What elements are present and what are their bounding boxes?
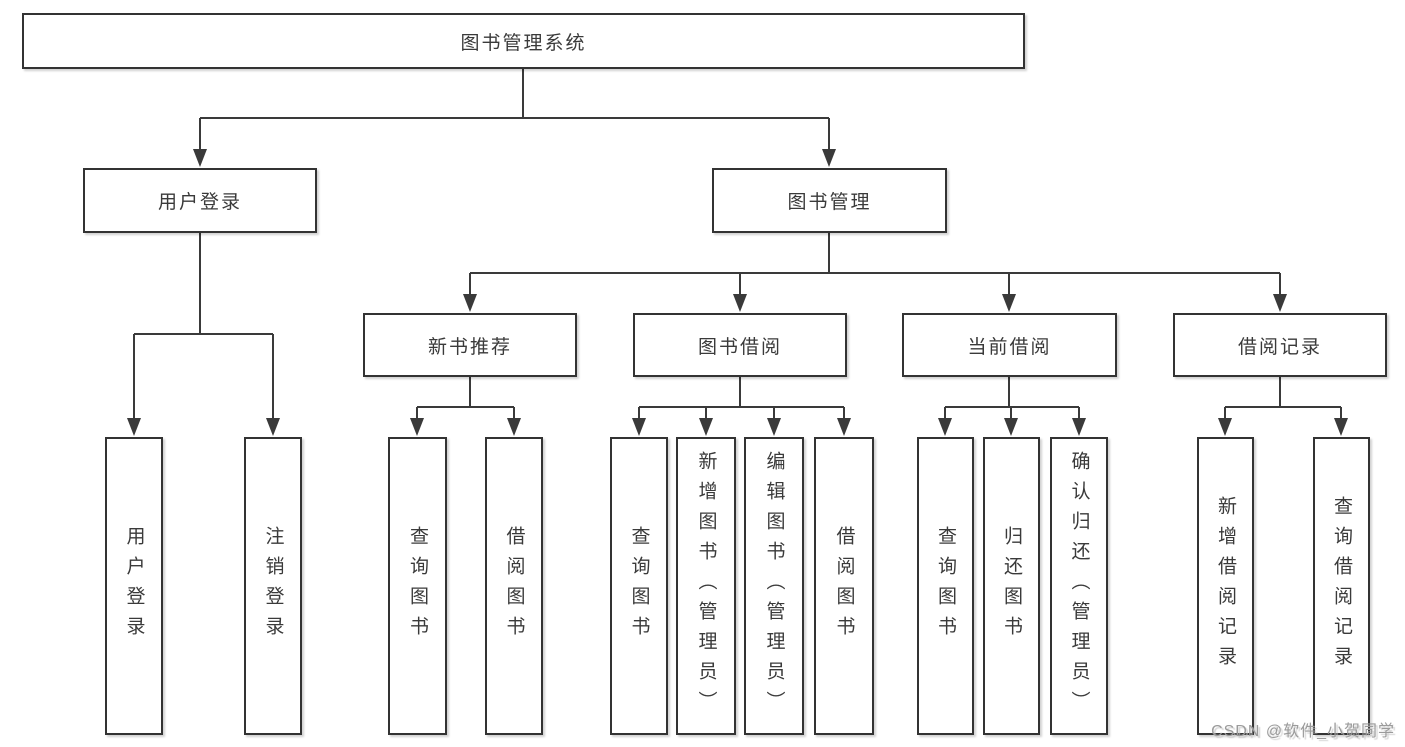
arrowhead-icon: [938, 418, 952, 436]
arrowheads: [127, 149, 1348, 436]
leaf-logout: 注销登录: [244, 437, 302, 735]
node-root: 图书管理系统: [22, 13, 1025, 69]
node-book-borrow: 图书借阅: [633, 313, 847, 377]
leaf-confirm-return-admin: 确认归还（管理员）: [1050, 437, 1108, 735]
leaf-add-borrow-record: 新增借阅记录: [1197, 437, 1254, 735]
arrowhead-icon: [632, 418, 646, 436]
arrowhead-icon: [1002, 294, 1016, 312]
leaf-borrow-book: 借阅图书: [814, 437, 874, 735]
leaf-current-query-book-label: 查询图书: [935, 526, 956, 646]
leaf-recommend-borrow-book-label: 借阅图书: [503, 526, 525, 646]
leaf-user-login-label: 用户登录: [123, 526, 145, 646]
leaf-recommend-borrow-book: 借阅图书: [485, 437, 543, 735]
leaf-user-login: 用户登录: [105, 437, 163, 735]
arrowhead-icon: [1218, 418, 1232, 436]
arrowhead-icon: [699, 418, 713, 436]
node-book-borrow-label: 图书借阅: [697, 336, 782, 358]
arrowhead-icon: [1334, 418, 1348, 436]
node-borrow-records: 借阅记录: [1173, 313, 1387, 377]
arrowhead-icon: [507, 418, 521, 436]
arrowhead-icon: [1273, 294, 1287, 312]
node-book-management-label: 图书管理: [787, 192, 872, 213]
arrowhead-icon: [837, 418, 851, 436]
leaf-confirm-return-admin-label: 确认归还（管理员）: [1068, 451, 1090, 721]
leaf-return-book-label: 归还图书: [1001, 526, 1022, 646]
watermark: CSDN @软件_小贺同学: [1211, 723, 1395, 740]
node-user-login: 用户登录: [83, 168, 317, 233]
node-new-book-recommend: 新书推荐: [363, 313, 577, 377]
node-root-label: 图书管理系统: [460, 32, 587, 54]
leaf-borrow-query-book: 查询图书: [610, 437, 668, 735]
arrowhead-icon: [1072, 418, 1086, 436]
arrowhead-icon: [193, 149, 207, 167]
leaf-borrow-book-label: 借阅图书: [833, 526, 855, 646]
arrowhead-icon: [410, 418, 424, 436]
leaf-logout-label: 注销登录: [262, 526, 284, 646]
node-borrow-records-label: 借阅记录: [1237, 336, 1322, 358]
leaf-recommend-query-book-label: 查询图书: [407, 526, 428, 646]
arrowhead-icon: [266, 418, 280, 436]
leaf-query-borrow-record-label: 查询借阅记录: [1331, 496, 1352, 676]
arrowhead-icon: [127, 418, 141, 436]
node-new-book-recommend-label: 新书推荐: [427, 336, 512, 358]
leaf-edit-book-admin-label: 编辑图书（管理员）: [763, 451, 785, 721]
leaf-recommend-query-book: 查询图书: [388, 437, 447, 735]
arrowhead-icon: [767, 418, 781, 436]
leaf-current-query-book: 查询图书: [917, 437, 974, 735]
node-current-borrow-label: 当前借阅: [967, 336, 1052, 358]
leaf-borrow-query-book-label: 查询图书: [628, 526, 650, 646]
leaf-add-book-admin: 新增图书（管理员）: [676, 437, 736, 735]
node-book-management: 图书管理: [712, 168, 947, 233]
arrowhead-icon: [733, 294, 747, 312]
leaf-return-book: 归还图书: [983, 437, 1040, 735]
leaf-add-book-admin-label: 新增图书（管理员）: [695, 451, 717, 721]
arrowhead-icon: [822, 149, 836, 167]
leaf-edit-book-admin: 编辑图书（管理员）: [744, 437, 804, 735]
node-current-borrow: 当前借阅: [902, 313, 1117, 377]
arrowhead-icon: [1004, 418, 1018, 436]
arrowhead-icon: [463, 294, 477, 312]
node-user-login-label: 用户登录: [157, 192, 242, 213]
leaf-query-borrow-record: 查询借阅记录: [1313, 437, 1370, 735]
leaf-add-borrow-record-label: 新增借阅记录: [1215, 496, 1236, 676]
